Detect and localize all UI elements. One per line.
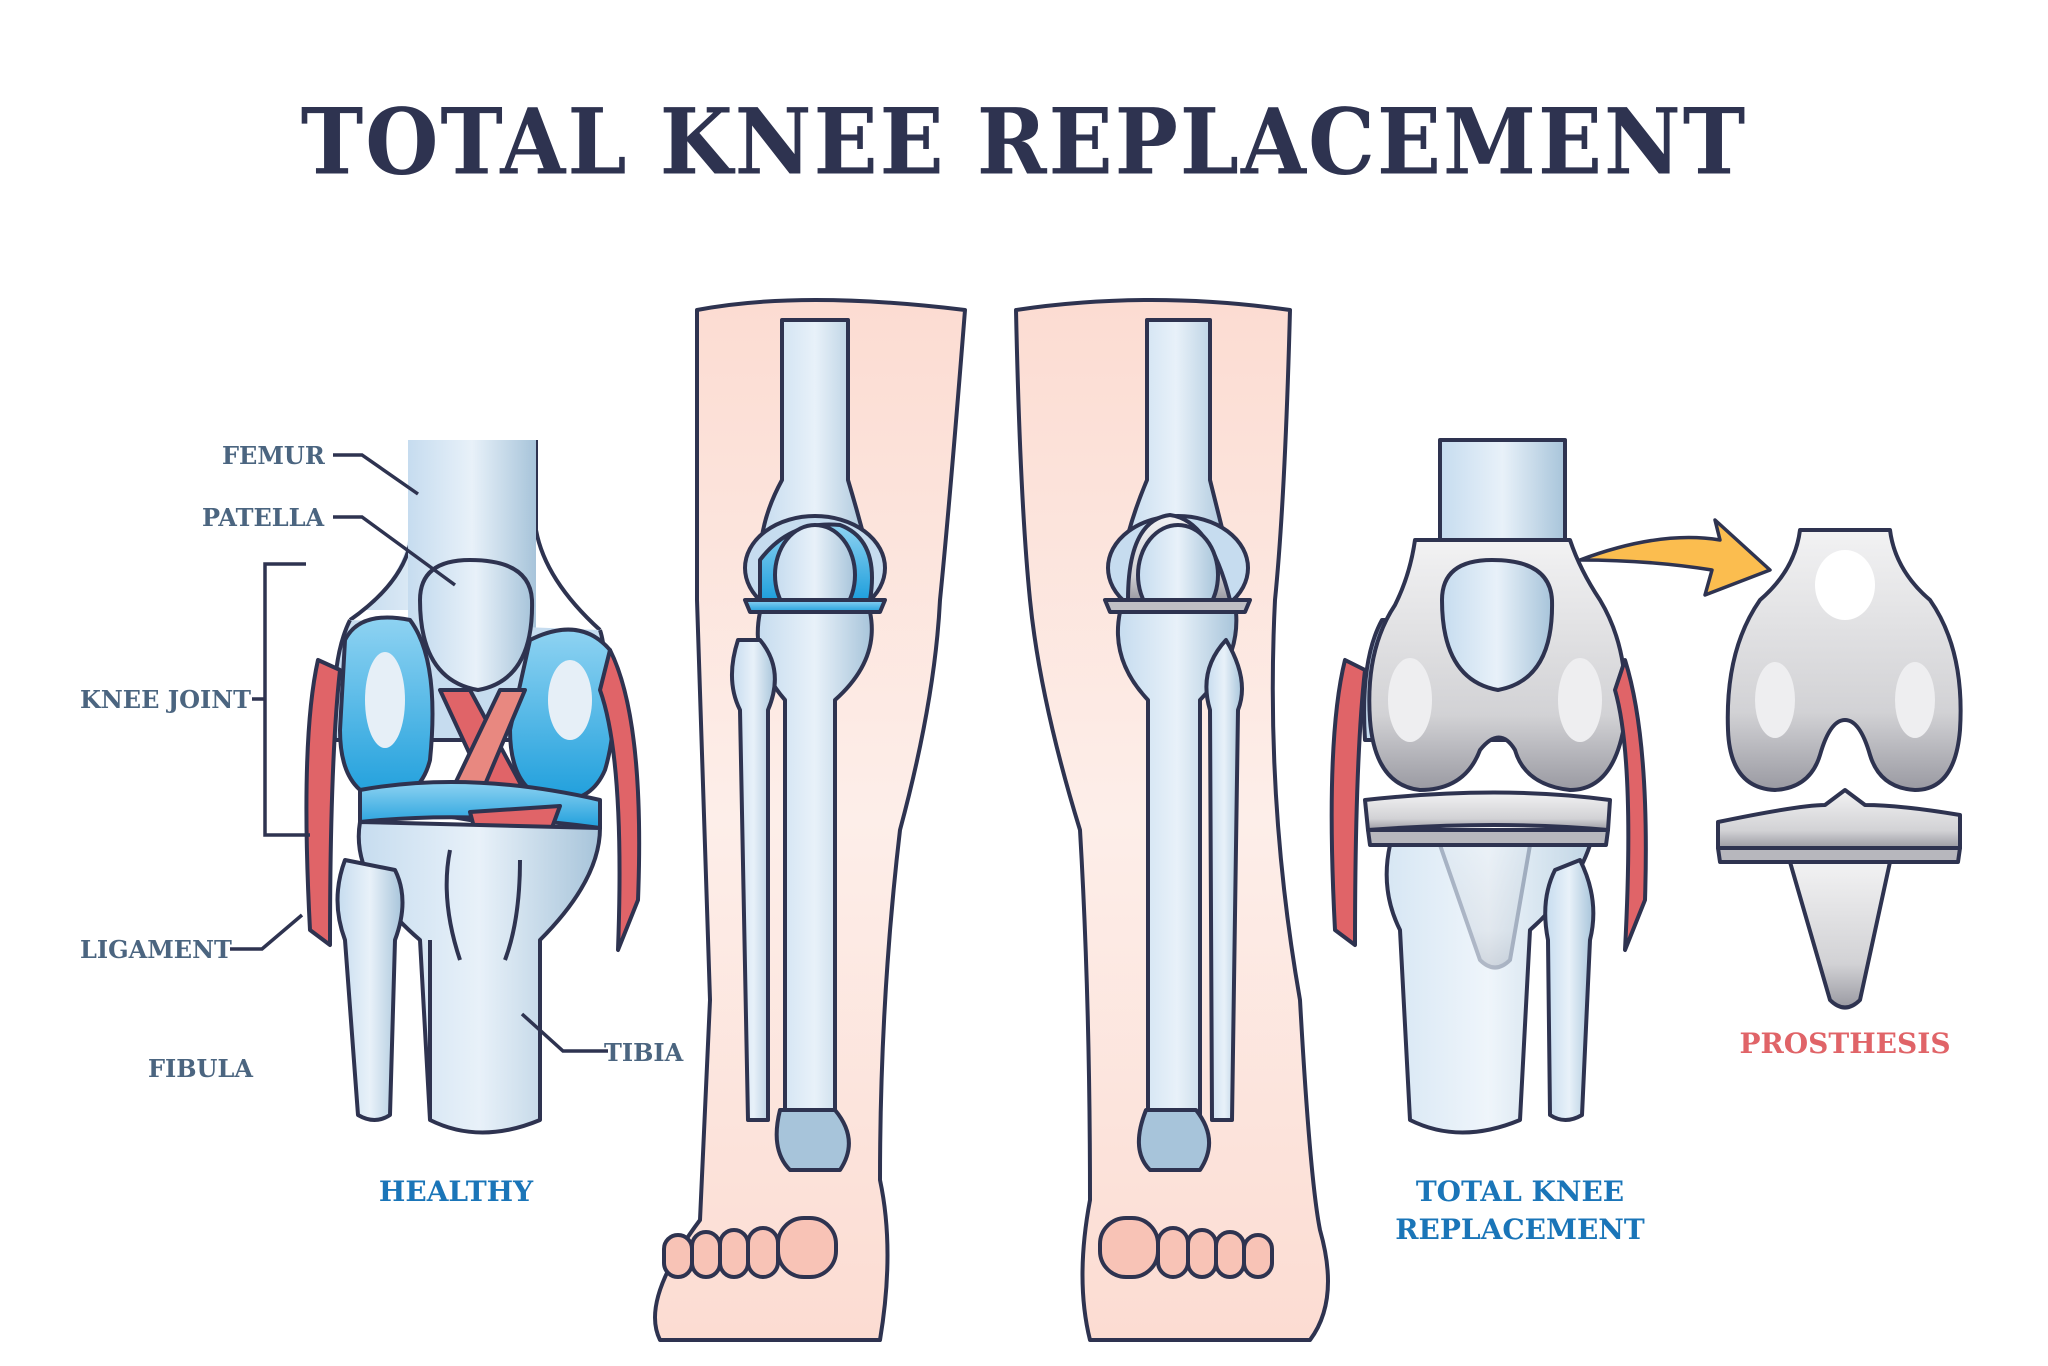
healthy-leg-illustration: [653, 298, 967, 1342]
replaced-leg-illustration: [1014, 298, 1330, 1342]
label-ligament: LIGAMENT: [80, 935, 232, 964]
label-femur: FEMUR: [222, 441, 325, 470]
caption-healthy: HEALTHY: [378, 1175, 534, 1208]
healthy-knee-illustration: [304, 440, 642, 1135]
label-tibia: TIBIA: [604, 1038, 684, 1067]
tkr-knee-illustration: [1329, 438, 1648, 1135]
label-leaders: [230, 453, 608, 1053]
caption-tkr: TOTAL KNEE REPLACEMENT: [1340, 1173, 1700, 1249]
prosthesis-illustration: [1716, 528, 1963, 1010]
caption-tkr-line2: REPLACEMENT: [1395, 1213, 1645, 1246]
label-patella: PATELLA: [202, 503, 325, 532]
label-knee-joint: KNEE JOINT: [80, 685, 252, 714]
caption-tkr-line1: TOTAL KNEE: [1415, 1175, 1625, 1208]
label-fibula: FIBULA: [148, 1054, 253, 1083]
arrow-icon: [1578, 518, 1772, 597]
caption-prosthesis: PROSTHESIS: [1739, 1027, 1951, 1060]
diagram-title: TOTAL KNEE REPLACEMENT: [300, 88, 1748, 195]
